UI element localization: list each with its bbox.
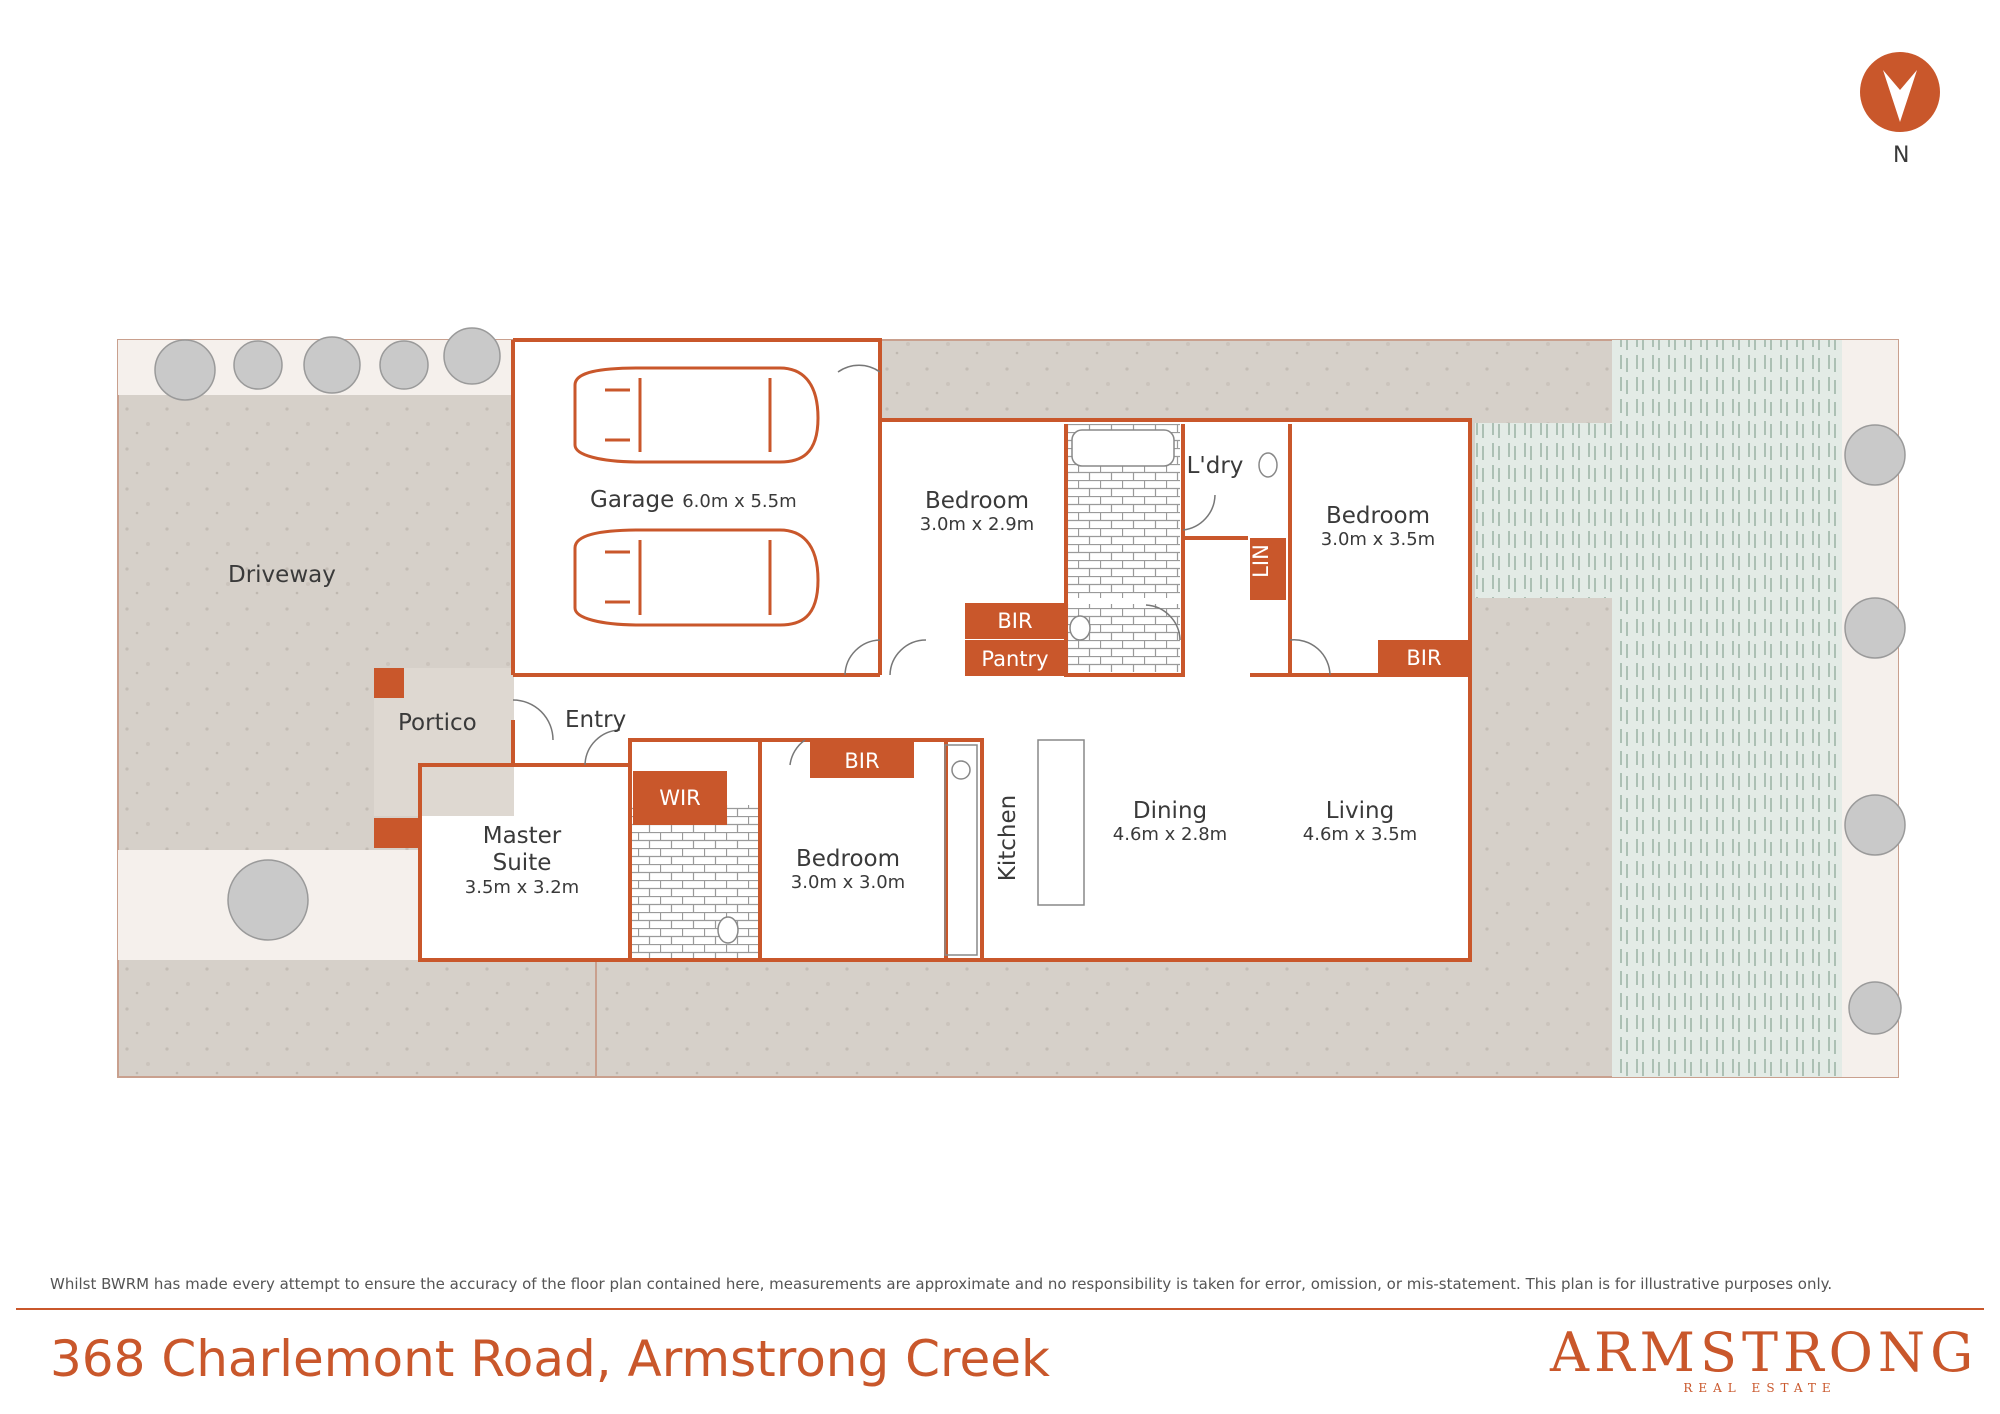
bir-back-label: BIR: [1406, 646, 1441, 670]
lin-tag: [1250, 538, 1286, 600]
bedroom-back-label: Bedroom: [1326, 503, 1430, 529]
living-label: Living: [1326, 798, 1394, 824]
lin-label: LIN: [1249, 544, 1273, 578]
ensuite-tiles: [631, 805, 759, 958]
footer-divider: [16, 1308, 1984, 1310]
bir-front-tag: [965, 603, 1065, 639]
property-address: 368 Charlemont Road, Armstrong Creek: [50, 1330, 1050, 1388]
walls: [418, 338, 1472, 962]
toilet-icon: [717, 452, 1278, 944]
wir-tag: [633, 771, 727, 825]
bedroom-mid-dims: 3.0m x 3.0m: [791, 872, 905, 893]
brand-logo: ARMSTRONG REAL ESTATE: [1550, 1321, 1979, 1396]
bir-front-label: BIR: [997, 609, 1032, 633]
lawn-right: [1612, 340, 1842, 1077]
door-swings: [512, 364, 1331, 766]
entry-label: Entry: [565, 707, 626, 733]
pantry-label: Pantry: [981, 647, 1048, 671]
dining-dims: 4.6m x 2.8m: [1113, 824, 1227, 845]
brand-name: ARMSTRONG: [1550, 1321, 1979, 1384]
portico-label: Portico: [398, 710, 477, 736]
bedroom-back-dims: 3.0m x 3.5m: [1321, 529, 1435, 550]
brand-subtitle: REAL ESTATE: [1683, 1381, 1837, 1395]
dining-label: Dining: [1133, 798, 1207, 824]
bedroom-mid-label: Bedroom: [796, 846, 900, 872]
bir-back-tag: [1378, 640, 1470, 676]
shrub-icon: [154, 327, 1906, 1035]
pantry-tag: [965, 640, 1065, 676]
car-icon: [573, 528, 820, 627]
disclaimer: Whilst BWRM has made every attempt to en…: [50, 1275, 1833, 1293]
lawn-patio: [1475, 423, 1612, 598]
master-label-line1: Master: [483, 823, 562, 849]
north-label: N: [1893, 143, 1910, 168]
portico-post: [374, 668, 404, 698]
bathtub-icon: [1071, 429, 1175, 467]
master-label-line2: Suite: [493, 850, 552, 876]
master-dims: 3.5m x 3.2m: [465, 877, 579, 898]
bedroom-front-label: Bedroom: [925, 488, 1029, 514]
wir-label: WIR: [659, 786, 701, 810]
kitchen-bench-icon: [944, 739, 1085, 956]
bedroom-front-dims: 3.0m x 2.9m: [920, 514, 1034, 535]
bir-mid-tag: [810, 742, 914, 778]
driveway-label: Driveway: [228, 562, 336, 588]
north-arrow-icon: [1860, 52, 1940, 132]
living-dims: 4.6m x 3.5m: [1303, 824, 1417, 845]
kitchen-label: Kitchen: [995, 795, 1021, 881]
car-icon: [573, 366, 820, 464]
portico-post: [374, 818, 419, 848]
bir-mid-label: BIR: [844, 749, 879, 773]
laundry-label: L'dry: [1187, 453, 1244, 479]
